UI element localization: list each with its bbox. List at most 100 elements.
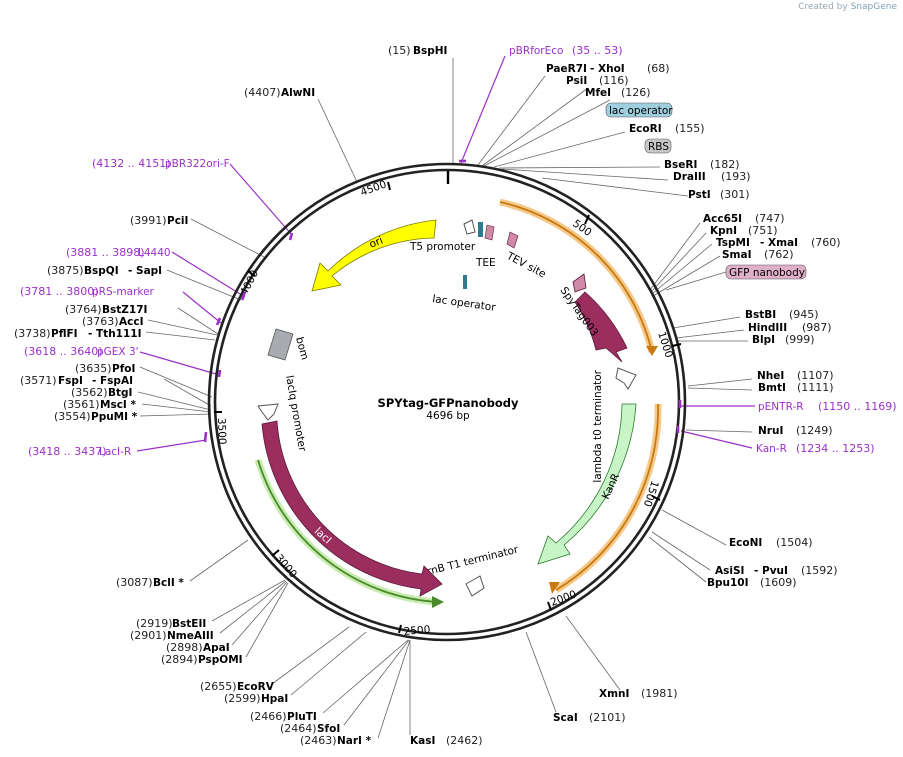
svg-text:(3635)PfoI: (3635)PfoI [75,362,135,375]
svg-text:(2919)BstEII: (2919)BstEII [136,617,206,630]
tick-label-4500: 4500 [359,178,388,198]
primer-labels: pBRforEco(35 .. 53) pENTR-R(1150 .. 1169… [20,44,897,458]
svg-text:PaeR7I- XhoI(68): PaeR7I- XhoI(68) [546,62,670,75]
lac-operator-box[interactable] [605,102,673,118]
gfp-box-leader [665,271,727,291]
credit: Created by SnapGene [798,2,897,12]
svg-text:NruI(1249): NruI(1249) [758,424,833,437]
feature-ori-label: ori [368,235,385,251]
feature-lac-operator-label: lac operator [432,293,497,314]
svg-text:Bpu10I(1609): Bpu10I(1609) [707,576,797,589]
feature-tev-site[interactable] [506,231,519,249]
plasmid-length: 4696 bp [426,410,470,422]
highlight-gfp-arrowhead [646,346,658,356]
svg-text:ScaI(2101): ScaI(2101) [553,711,626,724]
svg-text:(3418 .. 3437)LacI-R: (3418 .. 3437)LacI-R [28,445,131,458]
feature-ori[interactable] [311,219,437,292]
svg-text:(3763)AccI: (3763)AccI [82,315,143,328]
feature-tee-label: TEE [475,257,496,269]
highlight-laci-arc [257,459,439,603]
svg-text:(2463)NarI *: (2463)NarI * [300,734,372,747]
feature-spytag-small[interactable] [572,273,587,293]
svg-text:MfeI(126): MfeI(126) [585,86,651,99]
svg-text:BmtI(1111): BmtI(1111) [758,381,834,394]
feature-spytag003[interactable] [574,291,628,363]
svg-text:(15)BspHI: (15)BspHI [388,44,447,57]
svg-text:KpnI(751): KpnI(751) [710,224,778,237]
svg-text:BstBI(945): BstBI(945) [745,308,819,321]
svg-text:(3087)BclI *: (3087)BclI * [116,576,184,589]
svg-text:(2901)NmeAIII: (2901)NmeAIII [130,629,214,642]
highlight-gfp-arc [499,201,653,353]
feature-lambda-terminator[interactable] [615,367,637,390]
site-leader-lines [137,58,753,739]
svg-text:(2898)ApaI: (2898)ApaI [166,641,230,654]
tick-label-1000: 1000 [655,330,675,359]
svg-text:(2466)PluTI: (2466)PluTI [250,710,317,723]
svg-text:(3875)BspQI- SapI: (3875)BspQI- SapI [47,264,162,277]
site-labels-left: (4407)AlwNI (3991)PciI (3875)BspQI- SapI… [14,86,372,747]
snapgene-brand[interactable]: SnapGene [850,2,897,12]
feature-lac-operator-top[interactable] [478,222,483,237]
svg-text:TspMI- XmaI(760): TspMI- XmaI(760) [716,236,841,249]
credit-prefix: Created by [798,2,848,12]
svg-text:HindIII(987): HindIII(987) [748,321,832,334]
highlight-laci-arrowhead [432,596,444,608]
coordinate-ticks [214,181,682,634]
feature-bom[interactable] [267,328,294,361]
feature-rrnb-terminator[interactable] [465,575,485,597]
primer-markers [203,159,682,443]
svg-text:NheI(1107): NheI(1107) [757,369,834,382]
feature-tev-site-label: TEV site [504,250,548,281]
feature-tee[interactable] [484,224,495,241]
svg-text:(3764)BstZ17I: (3764)BstZ17I [65,303,147,316]
svg-text:pENTR-R(1150 .. 1169): pENTR-R(1150 .. 1169) [758,400,897,413]
svg-text:AsiSI- PvuI(1592): AsiSI- PvuI(1592) [715,564,838,577]
svg-text:KasI(2462): KasI(2462) [410,734,483,747]
rbs-box-label: RBS [648,141,669,153]
plasmid-name: SPYtag-GFPnanobody [378,396,519,410]
svg-text:EcoNI(1504): EcoNI(1504) [729,536,813,549]
highlight-kan-arc [555,403,659,591]
feature-rrnb-terminator-label: rrnB T1 terminator [422,543,520,578]
svg-text:BlpI(999): BlpI(999) [752,333,815,346]
tick-label-3500: 3500 [215,418,228,445]
feature-laci[interactable] [261,420,443,597]
feature-lac-operator-lower[interactable] [463,275,467,289]
svg-text:(3738)PflFI- Tth111I: (3738)PflFI- Tth111I [14,327,142,340]
rbs-box[interactable] [644,138,672,154]
tick-label-2500: 2500 [403,624,431,638]
svg-text:(4407)AlwNI: (4407)AlwNI [244,86,315,99]
svg-text:PstI(301): PstI(301) [688,188,750,201]
svg-text:XmnI(1981): XmnI(1981) [599,687,678,700]
svg-text:(3781 .. 3800)pRS-marker: (3781 .. 3800)pRS-marker [20,285,155,298]
feature-lambda-terminator-label: lambda t0 terminator [592,369,604,482]
svg-text:Kan-R(1234 .. 1253): Kan-R(1234 .. 1253) [756,442,875,455]
svg-text:EcoRI(155): EcoRI(155) [629,122,705,135]
primer-leader-lines [136,55,755,452]
svg-text:(3554)PpuMI *: (3554)PpuMI * [54,410,138,423]
feature-bom-label: bom [293,336,311,362]
svg-text:(3991)PciI: (3991)PciI [130,214,188,227]
svg-text:(3881 .. 3898)L4440: (3881 .. 3898)L4440 [66,246,171,259]
feature-kanr[interactable] [537,403,637,565]
feature-laciq-promoter-label: lacIq promoter [283,374,308,453]
svg-text:(4132 .. 4151)pBR322ori-F: (4132 .. 4151)pBR322ori-F [92,157,230,170]
feature-t5-promoter[interactable] [463,219,476,235]
svg-text:BseRI(182): BseRI(182) [664,158,740,171]
svg-text:(3618 .. 3640)pGEX 3': (3618 .. 3640)pGEX 3' [24,345,139,358]
svg-text:(3571)FspI- FspAI: (3571)FspI- FspAI [20,374,133,387]
highlight-kan-arrowhead [549,582,560,594]
svg-text:DraIII(193): DraIII(193) [673,170,751,183]
svg-text:(2655)EcoRV: (2655)EcoRV [200,680,275,693]
svg-text:PsiI(116): PsiI(116) [566,74,629,87]
svg-text:Acc65I(747): Acc65I(747) [703,212,785,225]
svg-text:SmaI(762): SmaI(762) [722,248,794,261]
svg-text:(3561)MscI *: (3561)MscI * [63,398,136,411]
feature-t5-promoter-label: T5 promoter [409,241,476,253]
gfp-nanobody-box-label: GFP nanobody [729,267,805,279]
svg-text:(3562)BtgI: (3562)BtgI [71,386,132,399]
feature-laciq-promoter[interactable] [257,403,279,421]
svg-text:(2464)SfoI: (2464)SfoI [280,722,340,735]
